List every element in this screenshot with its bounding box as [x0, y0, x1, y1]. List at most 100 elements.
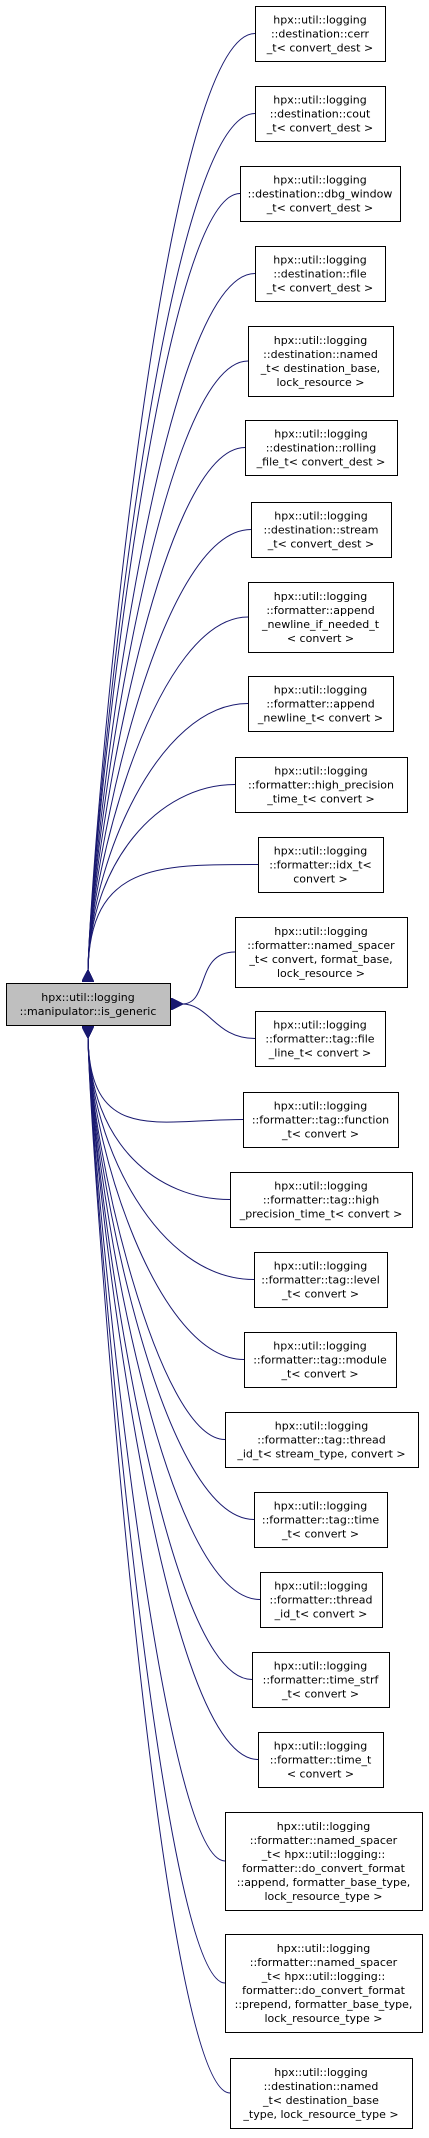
base-class-node[interactable]: [6, 983, 171, 1026]
derived-class-13-label-line-1: hpx::util::logging: [273, 1019, 366, 1032]
derived-class-16-label-line-1: hpx::util::logging: [274, 1260, 367, 1273]
derived-class-node-22[interactable]: [258, 1732, 384, 1788]
derived-class-14-label-line-1: hpx::util::logging: [274, 1100, 367, 1113]
derived-class-6-label-line-1: hpx::util::logging: [274, 428, 367, 441]
derived-class-node-9[interactable]: [248, 676, 394, 732]
derived-class-7-label-line-3: _t< convert_dest >: [267, 538, 374, 551]
derived-class-24-label-line-1: hpx::util::logging: [277, 1942, 370, 1955]
derived-class-node-2[interactable]: [255, 86, 386, 142]
inheritance-edge-4: [88, 273, 256, 972]
derived-class-23-label-line-1: hpx::util::logging: [277, 1820, 370, 1833]
derived-class-5-label-line-1: hpx::util::logging: [274, 334, 367, 347]
derived-class-node-16[interactable]: [254, 1252, 388, 1308]
derived-class-13-label-line-3: _line_t< convert >: [268, 1047, 371, 1060]
derived-class-node-3[interactable]: [240, 166, 401, 222]
derived-class-4-label-line-1: hpx::util::logging: [273, 254, 366, 267]
inheritance-edge-8: [88, 616, 249, 971]
derived-class-9-label-line-1: hpx::util::logging: [274, 684, 367, 697]
inheritance-edges: [88, 33, 261, 2094]
derived-class-3-label-line-1: hpx::util::logging: [273, 174, 366, 187]
inheritance-edge-13: [182, 1004, 256, 1039]
derived-class-5-label-line-3: _t< destination_base,: [260, 362, 380, 375]
derived-class-node-8[interactable]: [248, 582, 394, 653]
derived-class-node-13[interactable]: [255, 1011, 386, 1067]
derived-class-node-14[interactable]: [243, 1092, 399, 1148]
derived-class-16-label-line-2: ::formatter::tag::level: [261, 1274, 380, 1287]
inheritance-edge-19: [88, 1037, 255, 1520]
derived-class-21-label-line-1: hpx::util::logging: [274, 1660, 367, 1673]
derived-class-3-label-line-2: ::destination::dbg_window: [248, 188, 393, 201]
derived-class-node-10[interactable]: [235, 757, 408, 813]
derived-class-8-label-line-3: _newline_if_needed_t: [261, 618, 380, 631]
derived-class-17-label-line-1: hpx::util::logging: [273, 1340, 366, 1353]
derived-class-node-25[interactable]: [230, 2058, 413, 2129]
derived-class-3-label-line-3: _t< convert_dest >: [266, 202, 373, 215]
derived-class-17-label-line-2: ::formatter::tag::module: [253, 1354, 387, 1367]
derived-class-node-17[interactable]: [244, 1332, 397, 1388]
derived-class-node-7[interactable]: [251, 502, 392, 558]
derived-class-19-label-line-2: ::formatter::tag::time: [262, 1514, 379, 1527]
derived-class-node-24[interactable]: [225, 1934, 423, 2033]
inheritance-edge-9: [88, 703, 249, 972]
derived-class-10-label-line-2: ::formatter::high_precision: [248, 779, 394, 792]
derived-class-25-label-line-2: ::destination::named: [264, 2080, 379, 2093]
derived-class-20-label-line-3: _id_t< convert >: [274, 1608, 368, 1621]
derived-class-5-label-line-2: ::destination::named: [263, 348, 378, 361]
derived-class-18-label-line-2: ::formatter::tag::thread: [257, 1434, 385, 1447]
derived-class-6-label-line-3: _file_t< convert_dest >: [256, 456, 386, 469]
derived-class-18-label-line-1: hpx::util::logging: [275, 1420, 368, 1433]
derived-class-11-label-line-1: hpx::util::logging: [274, 845, 367, 858]
derived-class-7-label-line-2: ::destination::stream: [263, 524, 378, 537]
inheritance-edge-20: [88, 1037, 261, 1600]
inheritance-edge-3: [88, 193, 241, 972]
derived-class-13-label-line-2: ::formatter::tag::file: [265, 1033, 374, 1046]
derived-class-21-label-line-2: ::formatter::time_strf: [263, 1674, 380, 1687]
derived-class-24-label-line-2: ::formatter::named_spacer: [250, 1956, 398, 1969]
derived-class-10-label-line-1: hpx::util::logging: [274, 765, 367, 778]
derived-class-node-23[interactable]: [225, 1812, 423, 1911]
derived-class-7-label-line-1: hpx::util::logging: [274, 510, 367, 523]
derived-class-node-18[interactable]: [225, 1412, 419, 1468]
derived-class-node-5[interactable]: [248, 326, 394, 397]
inheritance-edge-7: [88, 529, 252, 972]
derived-class-node-6[interactable]: [245, 420, 398, 476]
derived-class-node-12[interactable]: [235, 917, 408, 988]
derived-class-10-label-line-3: _time_t< convert >: [266, 793, 374, 806]
derived-class-2-label-line-1: hpx::util::logging: [273, 94, 366, 107]
derived-class-25-label-line-4: _type, lock_resource_type >: [242, 2108, 398, 2121]
derived-class-node-21[interactable]: [252, 1652, 390, 1708]
derived-class-node-4[interactable]: [255, 246, 386, 302]
derived-class-25-label-line-1: hpx::util::logging: [274, 2066, 367, 2079]
derived-class-9-label-line-2: ::formatter::append: [266, 698, 374, 711]
derived-class-11-label-line-2: ::formatter::idx_t<: [269, 859, 372, 872]
base-class-label-line-2: ::manipulator::is_generic: [20, 1005, 157, 1018]
inheritance-edge-22: [88, 1037, 259, 1760]
derived-class-22-label-line-3: < convert >: [287, 1768, 354, 1781]
derived-class-23-label-line-6: lock_resource_type >: [264, 1890, 382, 1903]
derived-class-12-label-line-2: ::formatter::named_spacer: [247, 939, 395, 952]
derived-class-4-label-line-3: _t< convert_dest >: [266, 282, 373, 295]
derived-class-15-label-line-2: ::formatter::tag::high: [263, 1194, 379, 1207]
derived-class-24-label-line-4: formatter::do_convert_format: [242, 1984, 405, 1997]
derived-class-node-15[interactable]: [230, 1172, 413, 1228]
derived-class-12-label-line-3: _t< convert, format_base,: [248, 953, 392, 966]
derived-class-21-label-line-3: _t< convert >: [281, 1688, 359, 1701]
inheritance-edge-12: [182, 951, 236, 1004]
derived-class-node-20[interactable]: [260, 1572, 383, 1628]
derived-class-23-label-line-2: ::formatter::named_spacer: [250, 1834, 398, 1847]
inheritance-edge-23: [88, 1037, 226, 1862]
derived-class-17-label-line-3: _t< convert >: [280, 1368, 358, 1381]
inheritance-edge-24: [88, 1037, 226, 1984]
derived-class-12-label-line-4: lock_resource >: [277, 967, 365, 980]
derived-class-node-1[interactable]: [255, 6, 386, 62]
derived-class-22-label-line-1: hpx::util::logging: [274, 1740, 367, 1753]
derived-class-node-19[interactable]: [254, 1492, 388, 1548]
derived-class-22-label-line-2: ::formatter::time_t: [270, 1754, 372, 1767]
derived-class-14-label-line-2: ::formatter::tag::function: [252, 1114, 389, 1127]
derived-class-node-11[interactable]: [258, 837, 384, 893]
inheritance-edge-25: [88, 1037, 231, 2094]
derived-class-23-label-line-5: ::append, formatter_base_type,: [237, 1876, 410, 1889]
derived-class-24-label-line-3: _t< hpx::util::logging::: [261, 1970, 385, 1983]
inheritance-edge-15: [88, 1037, 231, 1200]
inheritance-edge-14: [88, 1037, 244, 1123]
